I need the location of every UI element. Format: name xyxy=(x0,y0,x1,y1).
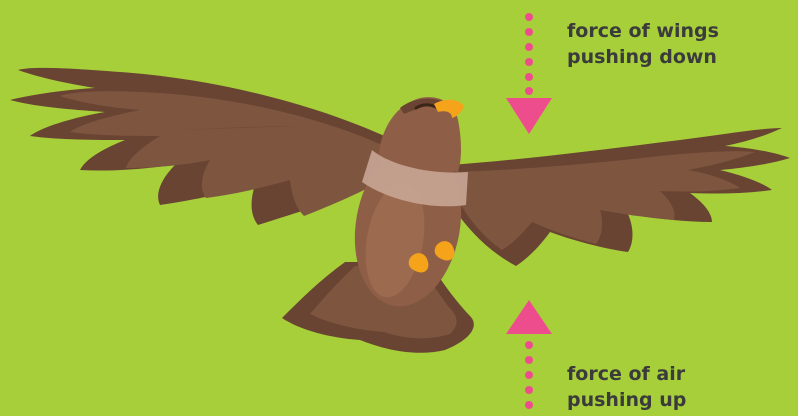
label-force-down: force of wings pushing down xyxy=(567,18,719,70)
label-force-up-line2: pushing up xyxy=(567,387,686,413)
label-force-down-line1: force of wings xyxy=(567,18,719,44)
label-force-down-line2: pushing down xyxy=(567,44,719,70)
label-force-up-line1: force of air xyxy=(567,361,686,387)
label-force-up: force of air pushing up xyxy=(567,361,686,413)
